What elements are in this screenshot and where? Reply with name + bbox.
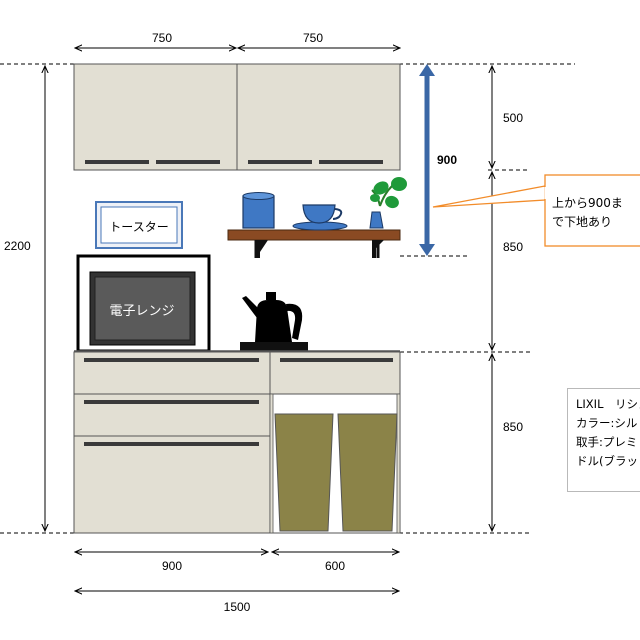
dim-base-right-width: 600	[325, 559, 345, 573]
dim-middle-height: 850	[503, 240, 523, 254]
toaster	[95, 201, 183, 249]
callout-line-2: で下地あり	[552, 215, 612, 229]
dim-base-height: 850	[503, 420, 523, 434]
spec-line-1: LIXIL リシェ	[576, 397, 640, 411]
dim-top-right-width: 750	[303, 31, 323, 45]
microwave-label: 電子レンジ	[109, 304, 174, 319]
spec-note-box: LIXIL リシェ カラー:シル 取手:プレミ ドル(ブラッ	[567, 388, 640, 492]
callout-pointer	[432, 185, 546, 208]
spec-line-4: ドル(ブラッ	[576, 454, 638, 468]
cup-and-saucer	[292, 204, 348, 231]
dim-total-height: 2200	[4, 239, 31, 253]
trash-bin-right	[337, 413, 398, 532]
base-cabinet-left	[73, 351, 271, 534]
toaster-label: トースター	[109, 220, 168, 234]
spec-line-2: カラー:シル	[576, 416, 638, 430]
mug	[242, 192, 275, 229]
wall-cabinet-right	[236, 63, 401, 171]
wall-cabinet-left	[73, 63, 238, 171]
dim-base-left-width: 900	[162, 559, 182, 573]
callout-line-1: 上から900ま	[552, 196, 623, 210]
callout-box	[544, 174, 640, 247]
trash-bin-left	[274, 413, 334, 532]
bottom-width-dims	[75, 552, 399, 591]
vase-plant	[369, 177, 407, 229]
wall-shelf	[227, 229, 401, 258]
dim-top-left-width: 750	[152, 31, 172, 45]
backing-arrow	[419, 64, 435, 256]
dim-backing-height: 900	[437, 153, 457, 167]
dim-total-width: 1500	[224, 600, 251, 614]
dim-wall-cabinet-height: 500	[503, 111, 523, 125]
electric-kettle	[240, 292, 308, 351]
spec-line-3: 取手:プレミ	[576, 435, 638, 449]
